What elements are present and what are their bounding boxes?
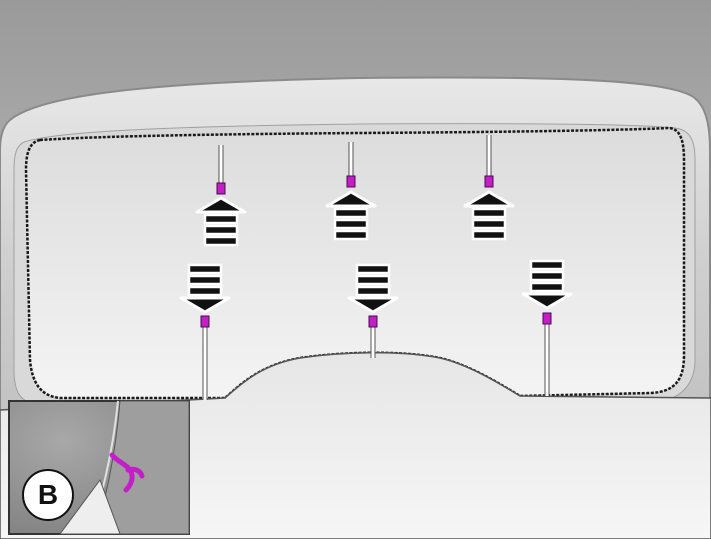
up-arrow-icon bbox=[463, 190, 515, 241]
upper-clip-lines bbox=[218, 135, 492, 185]
down-arrow-icon bbox=[179, 263, 231, 314]
up-arrow-icon bbox=[195, 196, 247, 247]
detail-label-b: B bbox=[22, 469, 74, 521]
rear-glass bbox=[24, 126, 686, 400]
clip-icon bbox=[109, 452, 145, 493]
lower-clip-lines bbox=[202, 322, 550, 400]
down-arrow-icon bbox=[521, 259, 573, 310]
up-arrow-icon bbox=[325, 190, 377, 241]
down-arrow-icon bbox=[347, 263, 399, 314]
clip-icon bbox=[200, 175, 552, 328]
